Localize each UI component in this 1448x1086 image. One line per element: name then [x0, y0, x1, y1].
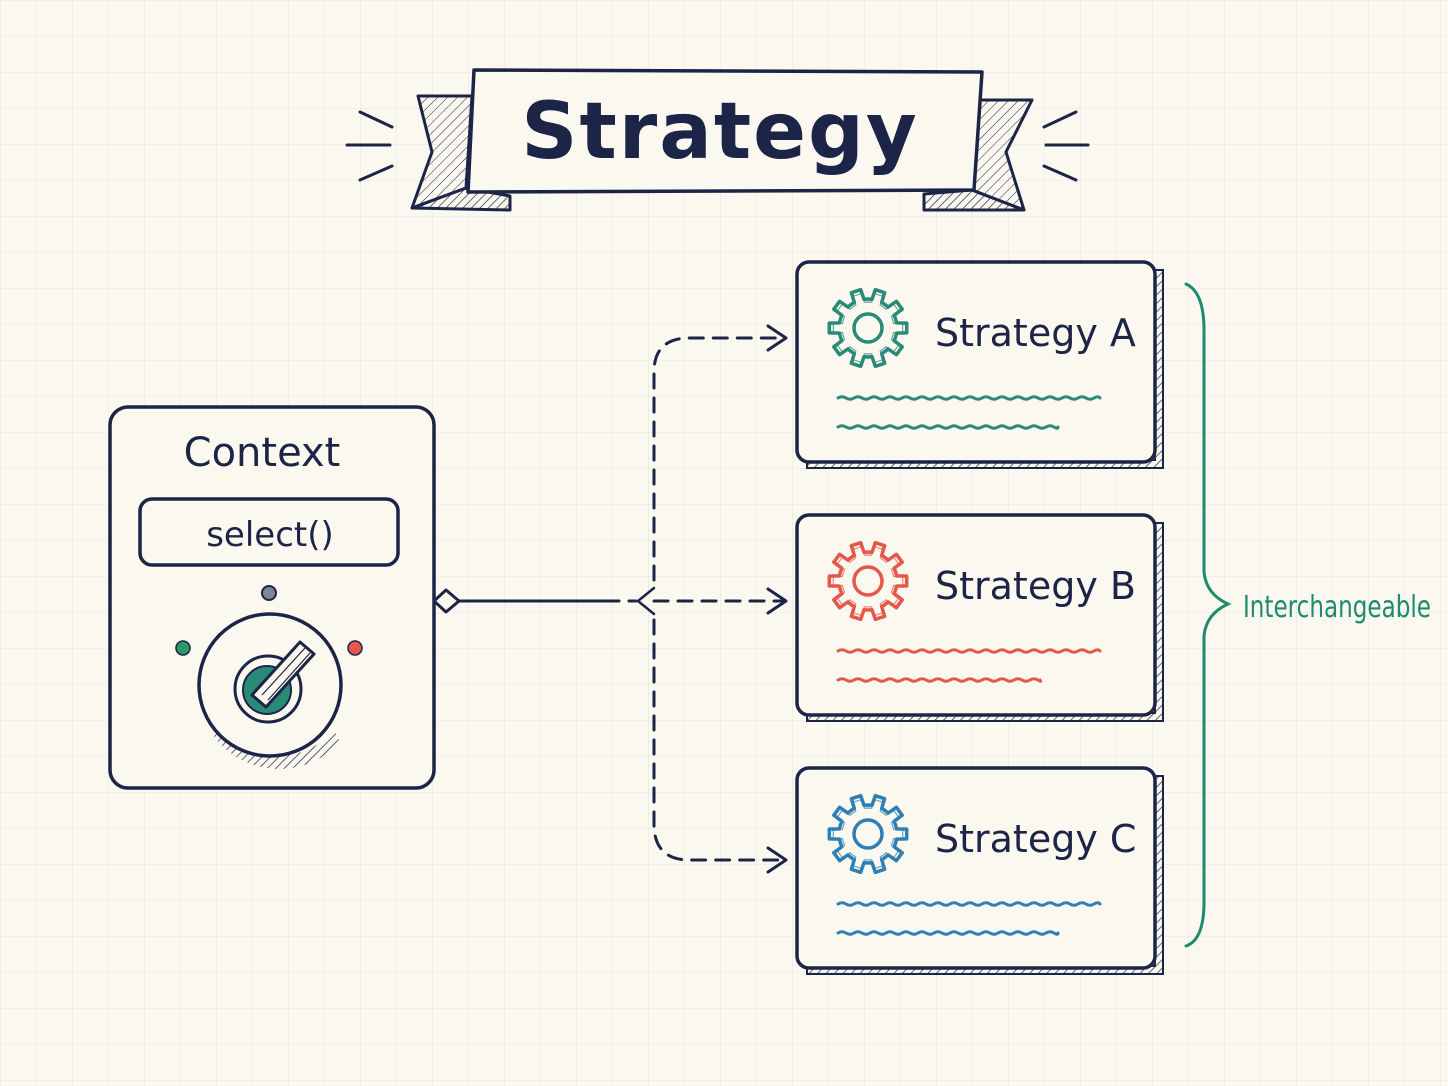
description-line-1	[836, 901, 1102, 907]
arrow-head-a	[766, 324, 788, 352]
description-line-2	[836, 930, 1060, 936]
strategy-b-label: Strategy B	[935, 564, 1136, 608]
rotary-knob-icon[interactable]	[175, 585, 363, 769]
context-box: Context select()	[108, 405, 436, 790]
ribbon-tail-right	[922, 98, 1034, 212]
sparkle-right-decoration	[1042, 110, 1090, 182]
knob-dot-top	[261, 585, 277, 601]
brace-label: Interchangeable	[1243, 590, 1431, 625]
strategy-card-a[interactable]: Strategy A	[795, 260, 1164, 469]
strategy-a-label: Strategy A	[935, 311, 1136, 355]
gear-icon	[827, 540, 909, 622]
knob-dot-left	[175, 640, 191, 656]
arrow-head-b	[766, 587, 788, 615]
title-banner: Strategy	[345, 68, 1090, 212]
curly-brace	[1184, 282, 1232, 948]
strategy-card-b[interactable]: Strategy B	[795, 513, 1164, 722]
card-body	[795, 513, 1157, 717]
strategy-cards: Strategy A Strategy B Strategy C	[795, 260, 1164, 975]
context-label: Context	[184, 430, 341, 476]
card-body	[795, 260, 1157, 464]
gear-icon	[827, 287, 909, 369]
arrow-head-c	[766, 846, 788, 874]
description-line-1	[836, 395, 1102, 401]
title-text: Strategy	[521, 87, 918, 177]
select-method-button[interactable]: select()	[138, 497, 400, 567]
ribbon-main	[466, 68, 984, 194]
description-line-2	[836, 677, 1043, 683]
select-method-label: select()	[206, 515, 334, 555]
strategy-c-label: Strategy C	[935, 817, 1136, 861]
gear-icon	[827, 793, 909, 875]
description-line-1	[836, 648, 1102, 654]
branch-to-strategy-c	[652, 618, 784, 862]
strategy-card-c[interactable]: Strategy C	[795, 766, 1164, 975]
description-line-2	[836, 424, 1060, 430]
connector-lines	[432, 324, 788, 874]
aggregation-diamond	[432, 588, 461, 614]
interchangeable-brace: Interchangeable	[1184, 282, 1431, 948]
card-body	[795, 766, 1157, 970]
knob-dot-right	[347, 640, 363, 656]
branch-to-strategy-a	[652, 336, 784, 582]
sparkle-left-decoration	[345, 110, 394, 182]
